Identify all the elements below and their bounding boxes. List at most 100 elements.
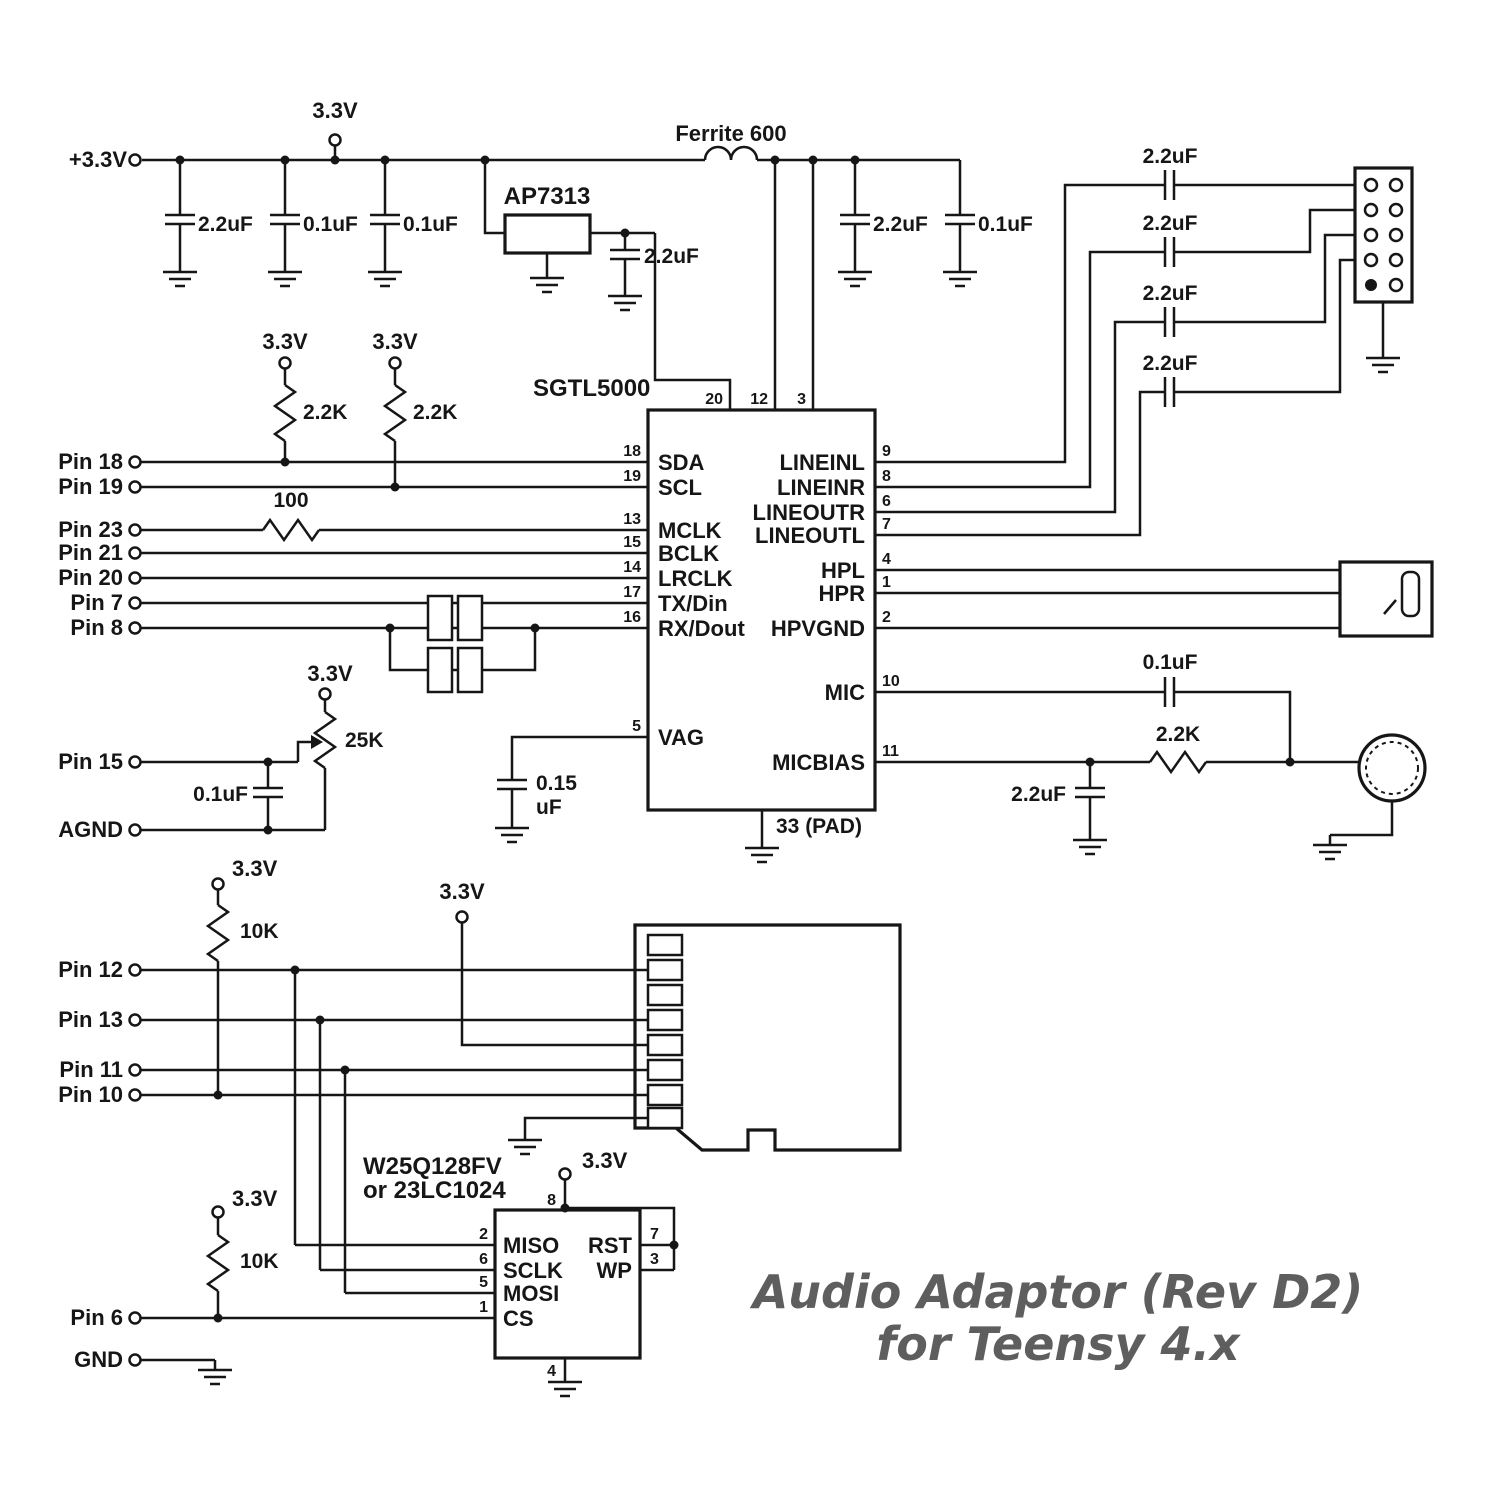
sd-pad <box>646 1106 684 1130</box>
headphone-jack <box>875 560 1434 638</box>
label-rail33: 3.3V <box>312 98 358 123</box>
jack-plug-icon <box>1400 570 1421 618</box>
pin-number: 9 <box>882 443 891 460</box>
jack-contact-icon <box>1383 599 1397 615</box>
pin-name: LINEOUTL <box>755 523 865 548</box>
label-pin8: Pin 8 <box>70 615 123 640</box>
label-pin12: Pin 12 <box>58 957 123 982</box>
pin-number: 15 <box>623 534 641 551</box>
pin-name: LINEOUTR <box>753 500 866 525</box>
capacitor-symbol <box>1163 168 1176 202</box>
junction-dot <box>850 155 860 165</box>
resistor-symbol <box>273 383 297 443</box>
pin-number: 13 <box>623 511 641 528</box>
ground-symbol <box>506 1128 544 1156</box>
label-cap: 0.1uF <box>1143 651 1198 674</box>
terminal-pin7 <box>128 596 142 610</box>
junction-dot <box>340 1065 350 1075</box>
pin-name: TX/Din <box>658 591 728 616</box>
label-pin11: Pin 11 <box>59 1057 123 1082</box>
capacitor-symbol <box>268 213 302 226</box>
label-cap: 2.2uF <box>198 213 253 236</box>
junction-dot <box>213 1313 223 1323</box>
label-pin13: Pin 13 <box>58 1007 123 1032</box>
sgtl5000-chip: SGTL5000 20 12 3 18 19 13 15 14 17 16 5 … <box>533 375 900 864</box>
resistor-symbol <box>383 383 407 443</box>
pin-name: HPL <box>821 558 865 583</box>
header-pin <box>1388 202 1404 218</box>
pin-name: SCL <box>658 475 702 500</box>
terminal-33v <box>278 356 292 370</box>
terminal-rail33 <box>328 133 342 147</box>
pin-number: 14 <box>623 559 641 576</box>
wire-flash <box>140 1179 676 1372</box>
sd-pad <box>646 1008 684 1032</box>
terminal-33v <box>211 877 225 891</box>
junction-dot <box>1285 757 1295 767</box>
header-pin <box>1363 177 1379 193</box>
ferrite-symbol <box>703 145 759 161</box>
capacitor-symbol <box>943 213 977 226</box>
header-pin <box>1388 252 1404 268</box>
terminal-pin6 <box>128 1311 142 1325</box>
label-pin20: Pin 20 <box>58 565 123 590</box>
resistor-symbol <box>261 518 321 542</box>
pin-number: 4 <box>547 1363 556 1380</box>
pin-name: RX/Dout <box>658 616 745 641</box>
chip-name: W25Q128FV <box>363 1153 502 1180</box>
junction-dot <box>263 757 273 767</box>
terminal-pin13 <box>128 1013 142 1027</box>
pin-number: 8 <box>882 468 891 485</box>
capacitor-symbol <box>1163 305 1176 339</box>
pin-number: 12 <box>750 391 768 408</box>
signal-lines: 100 Pin 18 Pin 19 Pin 23 Pin 21 Pin 20 P… <box>58 449 648 694</box>
line-io-section: 2.2uF 2.2uF 2.2uF 2.2uF <box>875 145 1414 537</box>
pin-number: 6 <box>479 1251 488 1268</box>
pin-name: LRCLK <box>658 566 733 591</box>
sd-pad <box>646 983 684 1007</box>
wire-sd <box>140 889 648 1293</box>
label-gnd: GND <box>74 1347 123 1372</box>
title-block: Audio Adaptor (Rev D2) for Teensy 4.x <box>750 1265 1364 1371</box>
pin-number: 4 <box>882 551 891 568</box>
label-cap: 2.2uF <box>644 245 699 268</box>
terminal-gnd <box>128 1353 142 1367</box>
pin-name: MICBIAS <box>772 750 865 775</box>
header-pin <box>1363 252 1379 268</box>
header-pin <box>1388 277 1404 293</box>
pin-number: 10 <box>882 673 900 690</box>
terminal-pin18 <box>128 455 142 469</box>
terminal-33v <box>388 356 402 370</box>
microphone-texture <box>1365 741 1419 795</box>
junction-dot <box>669 1240 679 1250</box>
pin-name: CS <box>503 1306 534 1331</box>
pin-number: 7 <box>882 516 891 533</box>
sd-card-section: 3.3V 10K 3.3V Pin 12 Pin 13 Pin 11 Pin 1… <box>58 856 902 1293</box>
label-cap-value: 0.15 <box>536 772 577 795</box>
label-cap: 0.1uF <box>303 213 358 236</box>
pin-number: 3 <box>797 391 806 408</box>
label-plus33: +3.3V <box>69 147 127 172</box>
wire-pot <box>140 699 327 832</box>
label-pin10: Pin 10 <box>58 1082 123 1107</box>
terminal-33v <box>455 910 469 924</box>
pin-number: 2 <box>882 609 891 626</box>
wire-line-io <box>875 183 1385 537</box>
wire-mic <box>875 690 1394 837</box>
pin-name: MISO <box>503 1233 559 1258</box>
pin-name: HPVGND <box>771 616 865 641</box>
terminal-pin19 <box>128 480 142 494</box>
junction-dot <box>263 825 273 835</box>
label-pad: 33 (PAD) <box>776 815 862 838</box>
mic-circuit: 0.1uF 2.2K 2.2uF <box>875 651 1427 861</box>
pin-name: BCLK <box>658 541 719 566</box>
label-cap: 2.2uF <box>1143 212 1198 235</box>
label-pin21: Pin 21 <box>58 540 123 565</box>
label-pin19: Pin 19 <box>58 474 123 499</box>
capacitor-symbol <box>838 213 872 226</box>
terminal-agnd <box>128 823 142 837</box>
wire-rx <box>140 626 648 672</box>
pin-name: WP <box>597 1258 632 1283</box>
pin-name: HPR <box>819 581 866 606</box>
junction-dot <box>560 1203 570 1213</box>
